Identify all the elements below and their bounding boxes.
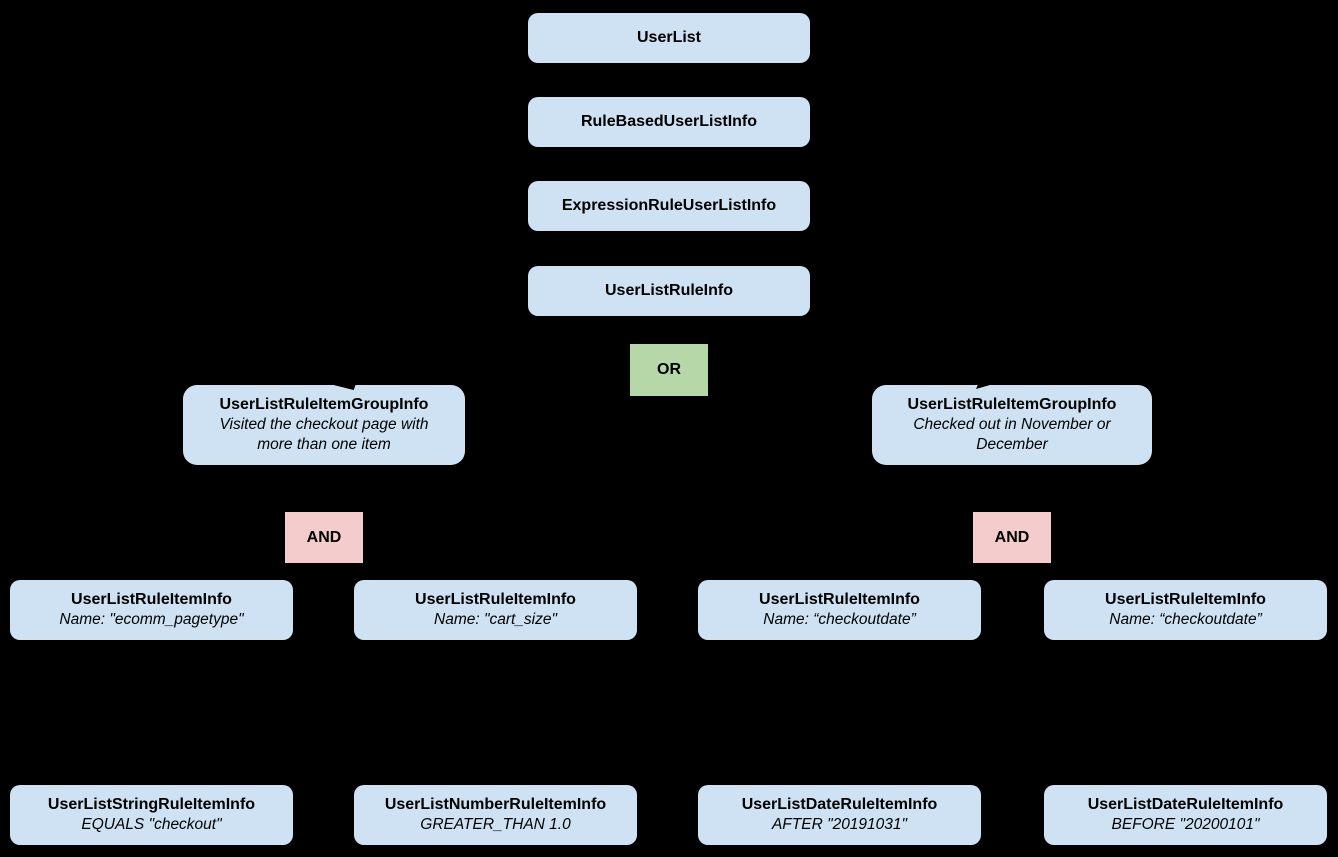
and-operator-box-right: AND (973, 512, 1051, 563)
node-leaf-number-rule-item: UserListNumberRuleItemInfo GREATER_THAN … (354, 785, 637, 845)
node-label: ExpressionRuleUserListInfo (561, 197, 777, 214)
node-label: UserListDateRuleItemInfo (1087, 796, 1284, 813)
node-label: UserList (636, 29, 702, 46)
node-rule-item-group-left: UserListRuleItemGroupInfo Visited the ch… (183, 385, 465, 465)
node-label: RuleBasedUserListInfo (580, 113, 758, 130)
node-label: UserListNumberRuleItemInfo (384, 796, 607, 813)
node-label: UserListRuleItemGroupInfo (907, 396, 1117, 413)
node-rule-item-4: UserListRuleItemInfo Name: “checkoutdate… (1044, 580, 1327, 640)
node-label: UserListRuleItemInfo (759, 591, 920, 608)
node-leaf-string-rule-item: UserListStringRuleItemInfo EQUALS "check… (10, 785, 293, 845)
node-detail: GREATER_THAN 1.0 (420, 816, 571, 833)
node-rule-item-group-right: UserListRuleItemGroupInfo Checked out in… (872, 385, 1152, 465)
node-label: UserListRuleItemGroupInfo (219, 396, 429, 413)
or-operator-label: OR (657, 361, 681, 378)
or-operator-box: OR (630, 344, 708, 396)
node-label: UserListRuleItemInfo (1105, 591, 1266, 608)
node-label: UserListRuleInfo (604, 282, 733, 299)
node-leaf-date-rule-item-after: UserListDateRuleItemInfo AFTER "20191031… (698, 785, 981, 845)
node-label: UserListRuleItemInfo (71, 591, 232, 608)
node-detail: BEFORE "20200101" (1111, 816, 1260, 833)
node-rule-item-3: UserListRuleItemInfo Name: “checkoutdate… (698, 580, 981, 640)
node-rule-item-1: UserListRuleItemInfo Name: "ecomm_pagety… (10, 580, 293, 640)
node-rule-item-2: UserListRuleItemInfo Name: "cart_size" (354, 580, 637, 640)
node-detail: AFTER "20191031" (771, 816, 908, 833)
node-label: UserListStringRuleItemInfo (47, 796, 256, 813)
and-operator-label: AND (306, 528, 342, 546)
node-description: Visited the checkout page with more than… (219, 416, 429, 453)
node-leaf-date-rule-item-before: UserListDateRuleItemInfo BEFORE "2020010… (1044, 785, 1327, 845)
node-rulebaseduserlistinfo: RuleBasedUserListInfo (528, 97, 810, 147)
and-operator-label: AND (994, 528, 1030, 546)
node-detail: Name: “checkoutdate” (1109, 611, 1262, 628)
node-label: UserListRuleItemInfo (415, 591, 576, 608)
and-operator-box-left: AND (285, 512, 363, 563)
node-description: Checked out in November or December (913, 416, 1111, 453)
node-userlistruleinfo: UserListRuleInfo (528, 266, 810, 316)
node-userlist: UserList (528, 13, 810, 63)
node-detail: EQUALS "checkout" (81, 816, 222, 833)
node-detail: Name: “checkoutdate” (763, 611, 916, 628)
node-expressionruleuserlistinfo: ExpressionRuleUserListInfo (528, 181, 810, 231)
node-label: UserListDateRuleItemInfo (741, 796, 938, 813)
node-detail: Name: "cart_size" (434, 611, 557, 628)
node-detail: Name: "ecomm_pagetype" (59, 611, 244, 628)
